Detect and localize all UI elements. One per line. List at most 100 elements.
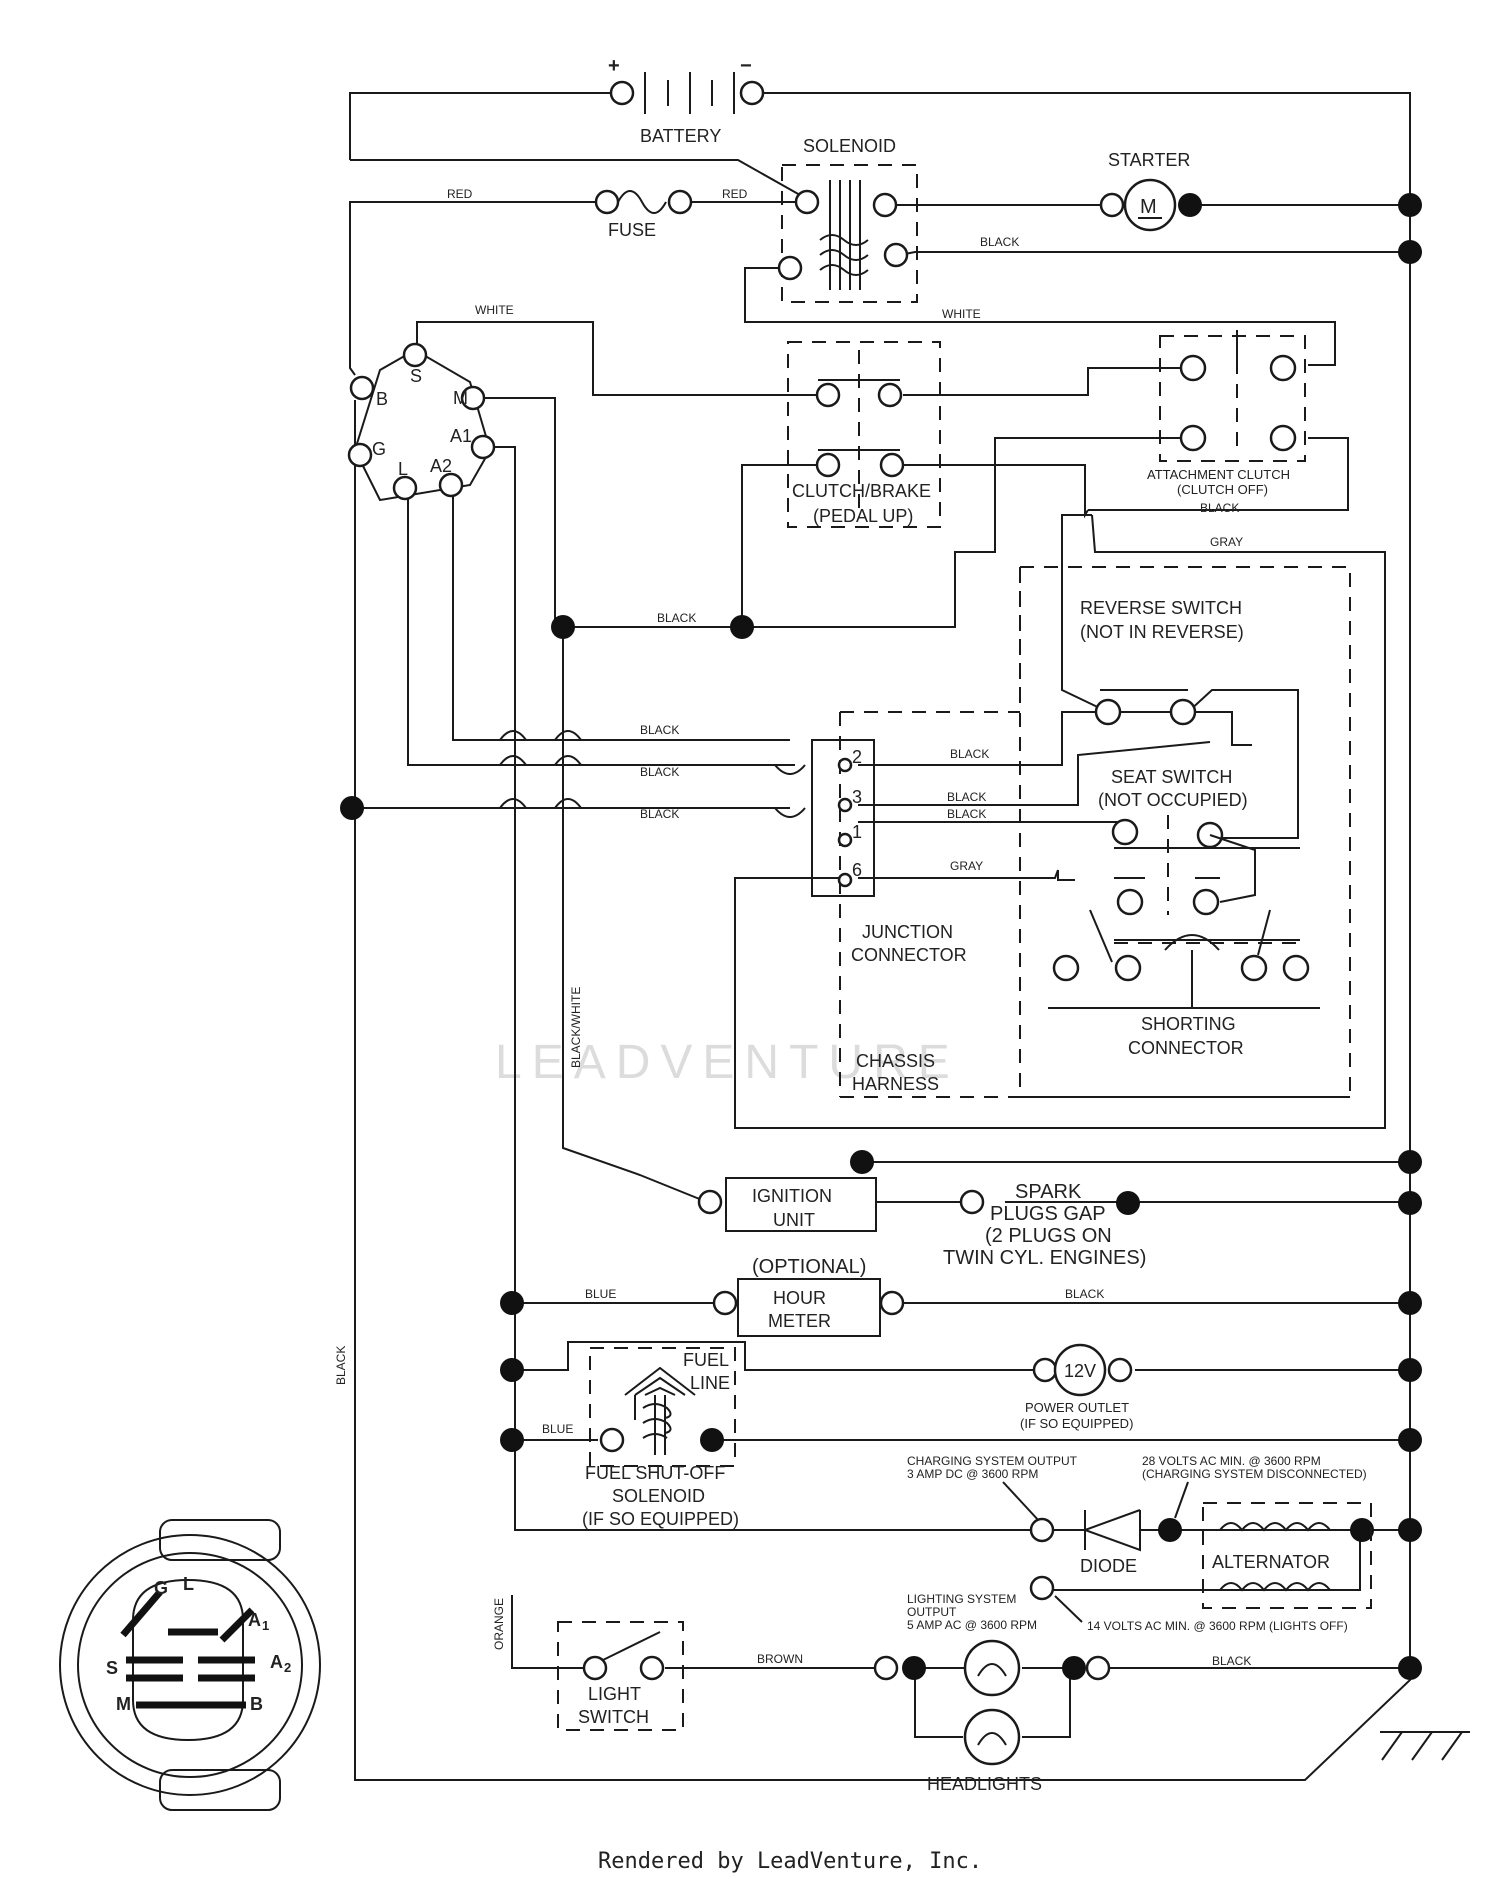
spark-label-2: PLUGS GAP xyxy=(990,1203,1106,1225)
fuel-solenoid-label-1: FUEL SHUT-OFF xyxy=(585,1463,725,1483)
wire-label: BLACK xyxy=(657,611,696,625)
light-switch-label-1: LIGHT xyxy=(588,1684,641,1704)
junction-pin-3: 3 xyxy=(852,787,862,807)
lighting-label-2: OUTPUT xyxy=(907,1605,957,1619)
wire-label: BLACK xyxy=(947,807,986,821)
solenoid: SOLENOID xyxy=(777,136,918,303)
chassis-label-2: HARNESS xyxy=(852,1074,939,1094)
terminal-g: G xyxy=(372,439,386,459)
power-outlet: 12V POWER OUTLET (IF SO EQUIPPED) xyxy=(1020,1343,1133,1431)
fuse-label: FUSE xyxy=(608,220,656,240)
charging-system: CHARGING SYSTEM OUTPUT 3 AMP DC @ 3600 R… xyxy=(907,1454,1367,1576)
wire-label: BLACK xyxy=(1200,501,1239,515)
reverse-switch-label-2: (NOT IN REVERSE) xyxy=(1080,622,1244,642)
clutch-brake-label-1: CLUTCH/BRAKE xyxy=(792,481,931,501)
spark-label-4: TWIN CYL. ENGINES) xyxy=(943,1247,1146,1269)
volts28-label-1: 28 VOLTS AC MIN. @ 3600 RPM xyxy=(1142,1454,1321,1468)
solenoid-label: SOLENOID xyxy=(803,136,896,156)
face-a1: A xyxy=(248,1610,261,1630)
wire-label: BLACK xyxy=(640,807,679,821)
watermark: LEADVENTURE xyxy=(495,1036,960,1089)
charging-label-2: 3 AMP DC @ 3600 RPM xyxy=(907,1467,1038,1481)
hour-meter: (OPTIONAL) HOUR METER xyxy=(712,1256,905,1337)
alternator: ALTERNATOR xyxy=(1202,1502,1372,1609)
seat-switch: SEAT SWITCH (NOT OCCUPIED) xyxy=(1057,767,1300,944)
seat-switch-label-2: (NOT OCCUPIED) xyxy=(1098,790,1248,810)
wire-crossings xyxy=(499,730,806,818)
terminal-a1: A1 xyxy=(450,426,472,446)
wire-label: BLACK xyxy=(640,723,679,737)
junction-pin-1: 1 xyxy=(852,822,862,842)
wire-label: BLACK xyxy=(1212,1654,1251,1668)
chassis-label-1: CHASSIS xyxy=(856,1051,935,1071)
fuel-line-label-1: FUEL xyxy=(683,1350,729,1370)
junction-label-1: JUNCTION xyxy=(862,922,953,942)
volts28-label-2: (CHARGING SYSTEM DISCONNECTED) xyxy=(1142,1467,1367,1481)
wire-label: BLACK xyxy=(640,765,679,779)
junction-pin-6: 6 xyxy=(852,860,862,880)
starter-label: STARTER xyxy=(1108,150,1190,170)
clutch-brake-switch: CLUTCH/BRAKE (PEDAL UP) xyxy=(787,341,941,528)
footer-credit: Rendered by LeadVenture, Inc. xyxy=(598,1849,982,1874)
outlet-label-2: (IF SO EQUIPPED) xyxy=(1020,1416,1133,1431)
hour-meter-label-2: METER xyxy=(768,1311,831,1331)
fuel-solenoid-label-2: SOLENOID xyxy=(612,1486,705,1506)
wire-label: BROWN xyxy=(757,1652,803,1666)
ignition-unit-label-2: UNIT xyxy=(773,1210,815,1230)
fuse: FUSE xyxy=(594,189,693,240)
spark-label-3: (2 PLUGS ON xyxy=(985,1225,1112,1247)
wire-label: BLACK/WHITE xyxy=(569,987,583,1068)
lighting-system: LIGHTING SYSTEM OUTPUT 5 AMP AC @ 3600 R… xyxy=(907,1575,1348,1633)
headlights-label: HEADLIGHTS xyxy=(927,1774,1042,1794)
face-m: M xyxy=(116,1694,131,1714)
shorting-label-1: SHORTING xyxy=(1141,1014,1236,1034)
terminal-l: L xyxy=(398,459,408,479)
face-a2: A xyxy=(270,1652,283,1672)
wire-labels: RED RED BLACK WHITE WHITE BLACK GRAY BLA… xyxy=(334,187,1251,1668)
lighting-label-3: 5 AMP AC @ 3600 RPM xyxy=(907,1618,1037,1632)
wire-label: BLUE xyxy=(585,1287,616,1301)
shorting-connector: SHORTING CONNECTOR xyxy=(1048,909,1320,1058)
ignition-switch: B S M A1 G L A2 xyxy=(347,342,496,502)
wire-label: RED xyxy=(722,187,748,201)
face-g: G xyxy=(154,1578,168,1598)
wire-label: GRAY xyxy=(1210,535,1243,549)
reverse-switch: REVERSE SWITCH (NOT IN REVERSE) xyxy=(1080,598,1244,726)
junction-pin-2: 2 xyxy=(852,747,862,767)
ignition-unit-label-1: IGNITION xyxy=(752,1186,832,1206)
headlights: HEADLIGHTS xyxy=(873,1639,1111,1794)
attachment-clutch-label-2: (CLUTCH OFF) xyxy=(1177,482,1268,497)
outlet-label-1: POWER OUTLET xyxy=(1025,1400,1129,1415)
wire-label: BLACK xyxy=(947,790,986,804)
wire-label: BLACK xyxy=(950,747,989,761)
starter-symbol: M xyxy=(1140,196,1157,218)
shorting-label-2: CONNECTOR xyxy=(1128,1038,1244,1058)
diode-label: DIODE xyxy=(1080,1556,1137,1576)
alternator-label: ALTERNATOR xyxy=(1212,1552,1330,1572)
seat-switch-label-1: SEAT SWITCH xyxy=(1111,767,1232,787)
wire-label: BLACK xyxy=(334,1346,348,1385)
terminal-a2: A2 xyxy=(430,456,452,476)
ignition-connector-face: G L A 1 A 2 S M B xyxy=(59,1519,321,1811)
attachment-clutch-switch: ATTACHMENT CLUTCH (CLUTCH OFF) xyxy=(1147,330,1306,497)
reverse-switch-label-1: REVERSE SWITCH xyxy=(1080,598,1242,618)
terminal-m: M xyxy=(453,388,468,408)
starter: M STARTER xyxy=(1099,150,1202,232)
hour-meter-label-1: HOUR xyxy=(773,1288,826,1308)
junction-connector: 2 3 1 6 JUNCTION CONNECTOR xyxy=(811,739,967,965)
volts14-label: 14 VOLTS AC MIN. @ 3600 RPM (LIGHTS OFF) xyxy=(1087,1619,1348,1633)
battery: + − BATTERY xyxy=(608,55,765,146)
charging-label-1: CHARGING SYSTEM OUTPUT xyxy=(907,1454,1078,1468)
wire-label: BLUE xyxy=(542,1422,573,1436)
junction-label-2: CONNECTOR xyxy=(851,945,967,965)
fuel-shutoff-solenoid: FUEL LINE FUEL SHUT-OFF SOLENOID (IF SO … xyxy=(582,1347,739,1529)
wire-label: WHITE xyxy=(942,307,981,321)
face-s: S xyxy=(106,1658,118,1678)
battery-minus: − xyxy=(740,55,752,77)
wire-label: BLACK xyxy=(1065,1287,1104,1301)
face-b: B xyxy=(250,1694,263,1714)
main-wires xyxy=(349,92,1470,1781)
clutch-brake-label-2: (PEDAL UP) xyxy=(813,506,913,526)
light-switch-label-2: SWITCH xyxy=(578,1707,649,1727)
